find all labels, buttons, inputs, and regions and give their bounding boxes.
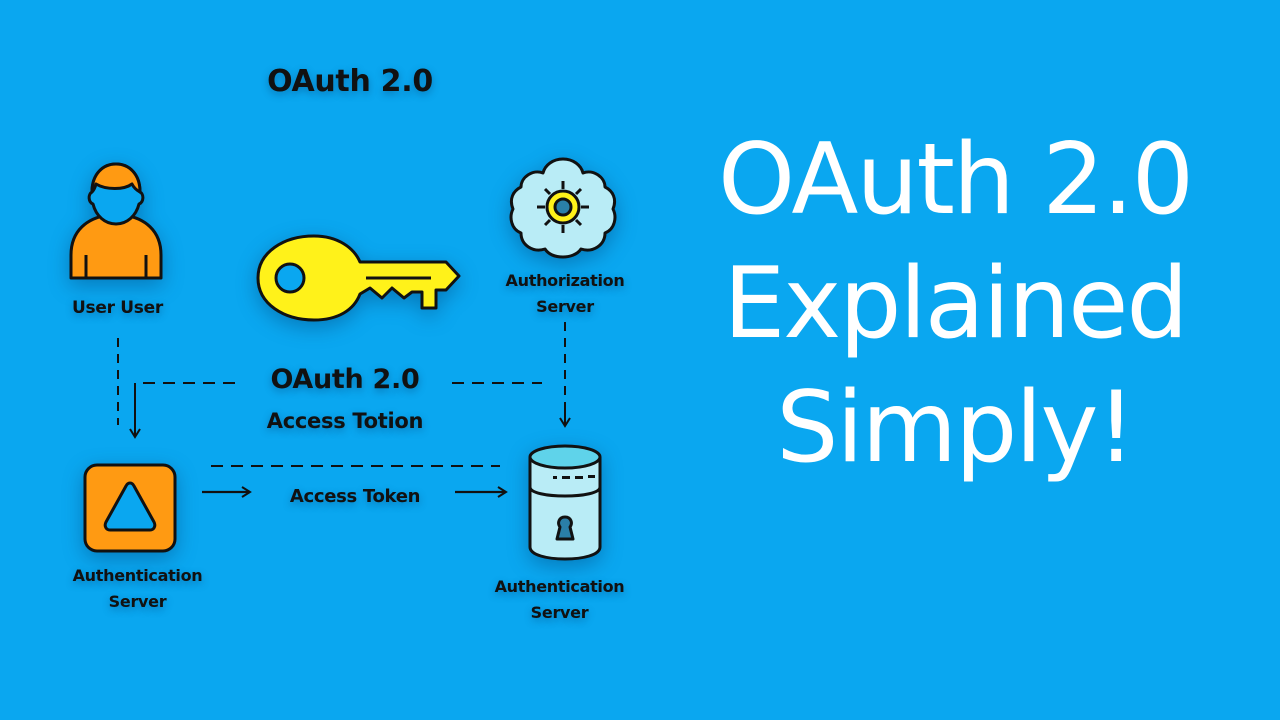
database-lock-icon <box>527 443 603 561</box>
headline-line3: Simply! <box>776 371 1136 485</box>
authentication-server-right-label: Authentication Server <box>472 574 647 626</box>
access-token-label: Access Token <box>289 486 421 507</box>
authentication-server-left-label: Authentication Server <box>45 563 230 615</box>
headline-line2: Explained <box>723 247 1188 361</box>
authentication-server-right-label-line2: Server <box>530 603 589 622</box>
diagram-title: OAuth 2.0 <box>267 64 433 99</box>
authentication-server-left-label-line2: Server <box>108 592 167 611</box>
headline: OAuth 2.0 Explained Simply! <box>655 118 1255 490</box>
user-label: User User <box>72 298 163 318</box>
authorization-server-label: Authorization Server <box>480 268 650 320</box>
headline-line1: OAuth 2.0 <box>717 123 1194 237</box>
cloud-gear-icon <box>507 153 619 259</box>
authorization-server-label-line2: Server <box>536 297 594 316</box>
oauth-middle-title: OAuth 2.0 <box>270 364 420 395</box>
user-icon <box>66 160 166 280</box>
key-icon <box>254 232 462 324</box>
authentication-server-left-label-line1: Authentication <box>72 566 203 585</box>
authentication-server-right-label-line1: Authentication <box>494 577 625 596</box>
oauth-middle-subtitle: Access Totion <box>266 409 424 433</box>
triangle-box-icon <box>82 462 178 554</box>
authorization-server-label-line1: Authorization <box>505 271 625 290</box>
